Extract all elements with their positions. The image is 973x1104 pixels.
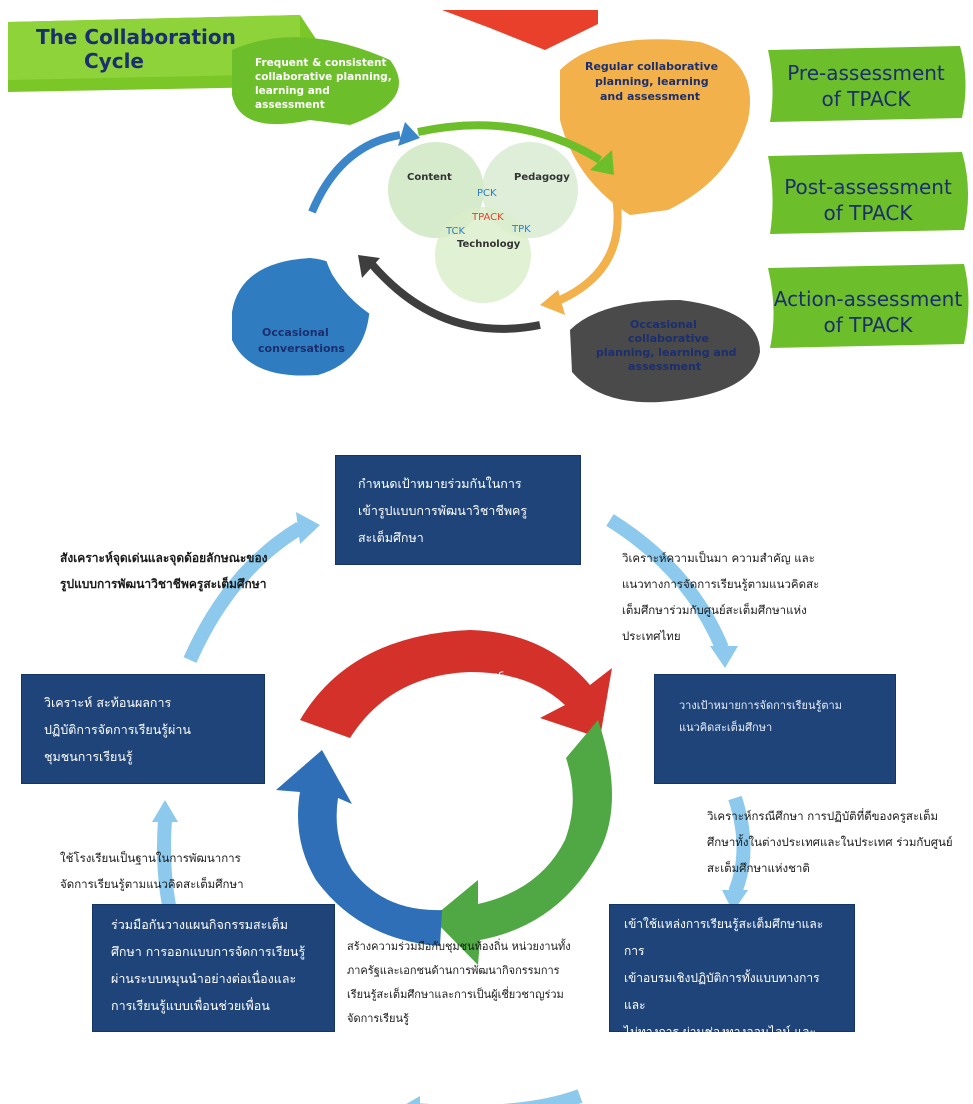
venn-pedagogy-label: Pedagogy: [514, 172, 570, 183]
venn-technology: [435, 207, 531, 303]
regular-line1: Regular collaborative: [585, 60, 718, 73]
post-assessment-line2: of TPACK: [823, 201, 913, 225]
improve-arc: [276, 750, 442, 946]
note-community: สร้างความร่วมมือกับชุมชนท้องถิ่น หน่วยงา…: [347, 935, 607, 1031]
post-assessment-line1: Post-assessment: [784, 175, 952, 199]
frequent-line1: Frequent & consistent: [255, 57, 387, 69]
red-arrow-top: [442, 10, 598, 50]
cycle-arrow-green: [417, 121, 603, 164]
reflect-box: วิเคราะห์ สะท้อนผลการ ปฏิบัติการจัดการเร…: [21, 674, 265, 784]
pre-assessment-line1: Pre-assessment: [787, 61, 945, 85]
action-assessment-banner: [768, 264, 969, 348]
note-analyze-background-text: วิเคราะห์ความเป็นมา ความสำคัญ และ แนวทาง…: [622, 551, 820, 643]
goal-box: กำหนดเป้าหมายร่วมกันในการ เข้ารูปแบบการพ…: [335, 455, 581, 565]
arrow-right: [728, 795, 751, 895]
frequent-line2: collaborative planning,: [255, 71, 392, 83]
regular-line3: and assessment: [600, 90, 700, 103]
collaboration-cycle-figure: The Collaboration Cycle Content Pedagogy…: [8, 10, 969, 403]
resources-box: เข้าใช้แหล่งการเรียนรู้สะเต็มศึกษาและการ…: [609, 904, 855, 1066]
note-school-based: ใช้โรงเรียนเป็นฐานในการพัฒนาการ จัดการเร…: [60, 845, 300, 897]
note-synthesize: สังเคราะห์จุดเด่นและจุดด้อยลักษณะของ รูป…: [60, 545, 320, 597]
assess-arc: [300, 630, 612, 738]
arrow-topleft: [183, 521, 304, 663]
note-synthesize-text: สังเคราะห์จุดเด่นและจุดด้อยลักษณะของ รูป…: [60, 551, 268, 591]
occasional-collab-bubble: [570, 300, 760, 403]
pre-assessment-banner: [768, 46, 966, 122]
cycle-arrow-blue: [308, 131, 401, 214]
occ-conv-line2: conversations: [258, 342, 345, 355]
title-line2: Cycle: [84, 49, 144, 73]
cycle-arrow-dark: [366, 259, 541, 333]
frequent-line3: learning and: [255, 85, 330, 97]
venn-pck-label: PCK: [477, 188, 497, 199]
goal-box-text: กำหนดเป้าหมายร่วมกันในการ เข้ารูปแบบการพ…: [358, 476, 528, 545]
action-assessment-line1: Action-assessment: [774, 287, 963, 311]
improve-label: STEMed– PD Improve: [349, 754, 440, 876]
resources-box-text: เข้าใช้แหล่งการเรียนรู้สะเต็มศึกษาและการ…: [624, 917, 824, 1066]
note-analyze-background: วิเคราะห์ความเป็นมา ความสำคัญ และ แนวทาง…: [622, 545, 862, 649]
stemed-pd-cycle: STEMed–PD Assess STEMed-PD Plan STEMed– …: [152, 512, 751, 1104]
plan-arc: [432, 720, 613, 965]
arrow-bottom: [415, 1089, 583, 1104]
title-line1: The Collaboration: [36, 25, 236, 49]
note-case-study-text: วิเคราะห์กรณีศึกษา การปฏิบัติที่ดีของครู…: [707, 809, 953, 875]
occ-collab-line3: planning, learning and: [596, 346, 737, 359]
action-assessment-line2: of TPACK: [823, 313, 913, 337]
regular-line2: planning, learning: [595, 75, 709, 88]
reflect-box-text: วิเคราะห์ สะท้อนผลการ ปฏิบัติการจัดการเร…: [44, 695, 191, 764]
venn-tpack-label: TPACK: [471, 212, 504, 223]
occasional-conversations-bubble: [232, 258, 370, 376]
occ-collab-line4: assessment: [628, 360, 701, 373]
collab-plan-box: ร่วมมือกันวางแผนกิจกรรมสะเต็ม ศึกษา การอ…: [92, 904, 335, 1032]
occ-collab-line2: collaborative: [628, 332, 709, 345]
venn-content-label: Content: [407, 172, 452, 183]
venn-tpk-label: TPK: [511, 224, 531, 235]
cycle-arrow-orange: [558, 191, 622, 304]
venn-technology-label: Technology: [457, 239, 521, 250]
post-assessment-banner: [768, 152, 969, 234]
plan-goal-box-text: วางเป้าหมายการจัดการเรียนรู้ตาม แนวคิดสะ…: [679, 699, 842, 734]
note-school-based-text: ใช้โรงเรียนเป็นฐานในการพัฒนาการ จัดการเร…: [60, 851, 244, 891]
arrow-topright: [606, 514, 729, 651]
collab-plan-box-text: ร่วมมือกันวางแผนกิจกรรมสะเต็ม ศึกษา การอ…: [111, 917, 306, 1013]
plan-goal-box: วางเป้าหมายการจัดการเรียนรู้ตาม แนวคิดสะ…: [654, 674, 896, 784]
occ-collab-line1: Occasional: [630, 318, 697, 331]
occ-conv-line1: Occasional: [262, 326, 329, 339]
note-case-study: วิเคราะห์กรณีศึกษา การปฏิบัติที่ดีของครู…: [707, 803, 969, 881]
frequent-bubble: [232, 37, 399, 126]
pre-assessment-line2: of TPACK: [821, 87, 911, 111]
frequent-line4: assessment: [255, 99, 325, 111]
venn-tck-label: TCK: [445, 226, 466, 237]
note-community-text: สร้างความร่วมมือกับชุมชนท้องถิ่น หน่วยงา…: [347, 940, 571, 1025]
